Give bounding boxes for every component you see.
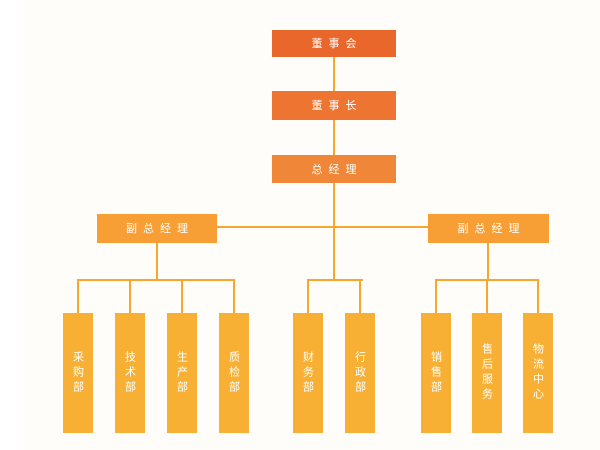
connector-line: [333, 56, 335, 92]
connector-line: [77, 279, 79, 314]
connector-line: [233, 279, 235, 314]
node-dept-aftersales-service: 售后服务: [472, 313, 502, 433]
left-margin-strip: [0, 0, 20, 450]
connector-line: [333, 182, 335, 281]
connector-line: [435, 279, 437, 314]
node-dept-finance: 财务部: [293, 313, 323, 433]
connector-line: [487, 242, 489, 281]
node-dept-quality: 质检部: [219, 313, 249, 433]
connector-line: [129, 279, 131, 314]
node-dept-purchasing: 采购部: [63, 313, 93, 433]
connector-line: [77, 279, 235, 281]
node-general-manager: 总经理: [272, 155, 396, 183]
node-chairman: 董事长: [272, 91, 396, 120]
connector-line: [486, 279, 488, 314]
node-dept-production: 生产部: [167, 313, 197, 433]
node-board-of-directors: 董事会: [272, 30, 396, 57]
node-dept-sales: 销售部: [421, 313, 451, 433]
connector-line: [156, 242, 158, 281]
connector-line: [333, 119, 335, 156]
connector-line: [307, 279, 309, 314]
connector-line: [537, 279, 539, 314]
node-dept-technology: 技术部: [115, 313, 145, 433]
node-deputy-gm-right: 副总经理: [428, 214, 549, 243]
node-deputy-gm-left: 副总经理: [97, 214, 217, 243]
connector-line: [181, 279, 183, 314]
connector-line: [307, 279, 363, 281]
node-dept-logistics-center: 物流中心: [523, 313, 553, 433]
connector-line: [359, 279, 361, 314]
connector-line: [217, 226, 428, 228]
node-dept-admin: 行政部: [345, 313, 375, 433]
